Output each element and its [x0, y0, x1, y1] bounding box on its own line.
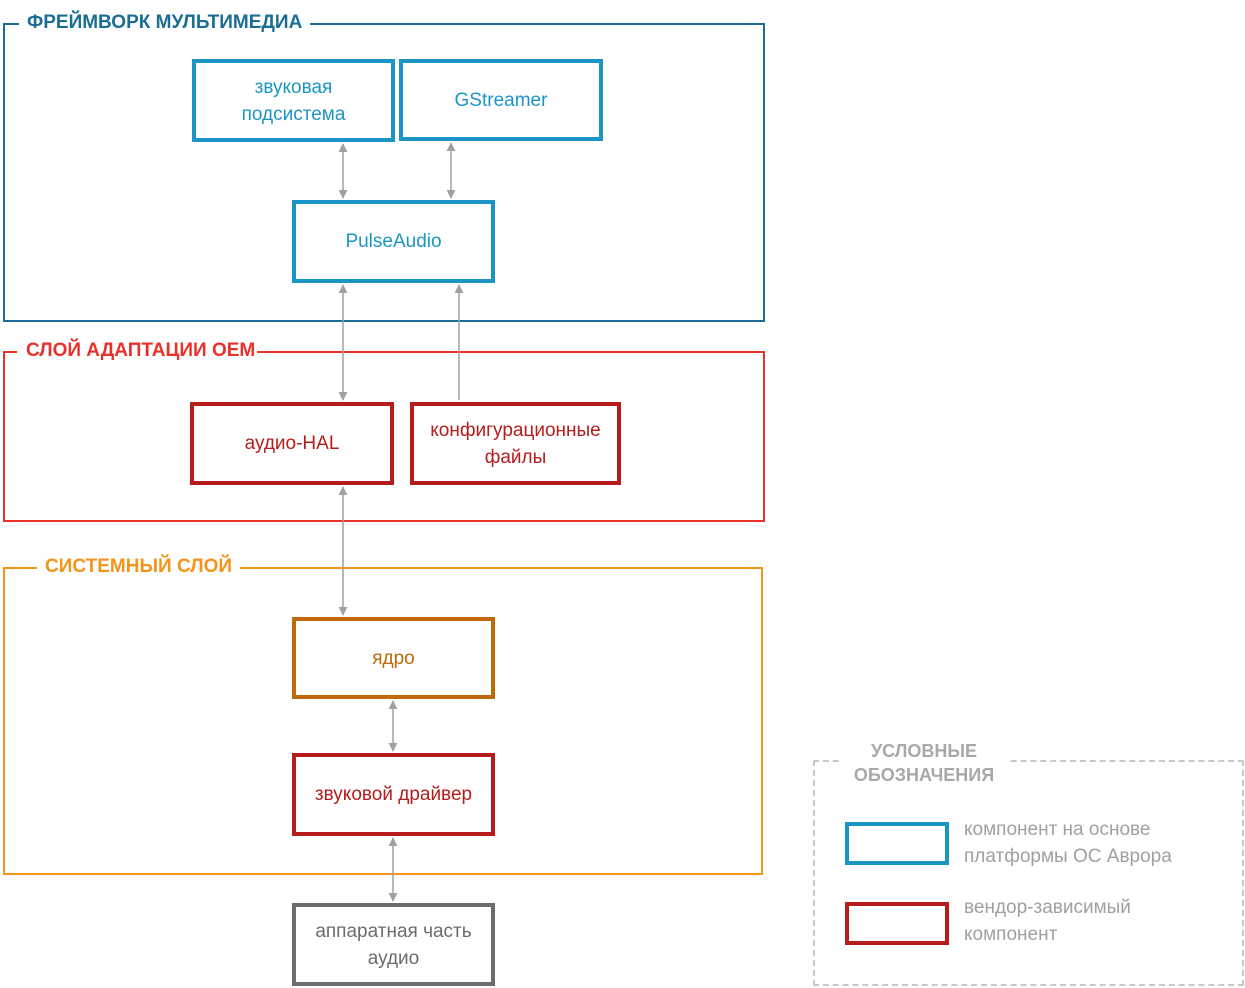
component-pulseaudio: PulseAudio — [292, 200, 495, 283]
component-sound-driver: звуковой драйвер — [292, 753, 495, 836]
component-sound-subsystem: звуковая подсистема — [192, 59, 395, 142]
component-config-files: конфигурационные файлы — [410, 402, 621, 485]
component-audio-hardware: аппаратная часть аудио — [292, 903, 495, 986]
legend-swatch-platform — [845, 822, 949, 865]
layer-title-oem: СЛОЙ АДАПТАЦИИ OEM — [17, 340, 258, 362]
layer-multimedia-framework: ФРЕЙМВОРК МУЛЬТИМЕДИА — [3, 12, 765, 322]
layer-oem-adaptation: СЛОЙ АДАПТАЦИИ OEM — [3, 340, 765, 522]
legend-label-vendor: вендор-зависимый компонент — [964, 897, 1131, 945]
legend-swatch-vendor — [845, 902, 949, 945]
component-audio-hal: аудио-HAL — [190, 402, 394, 485]
component-kernel: ядро — [292, 617, 495, 699]
legend-title: УСЛОВНЫЕ ОБОЗНАЧЕНИЯ — [839, 739, 1009, 787]
layer-system: СИСТЕМНЫЙ СЛОЙ — [3, 556, 763, 875]
legend-label-platform: компонент на основе платформы ОС Аврора — [964, 819, 1172, 867]
component-gstreamer: GStreamer — [399, 59, 603, 141]
legend: УСЛОВНЫЕ ОБОЗНАЧЕНИЯ компонент на основе… — [813, 739, 1244, 986]
layer-title-system: СИСТЕМНЫЙ СЛОЙ — [37, 556, 241, 578]
layer-title-framework: ФРЕЙМВОРК МУЛЬТИМЕДИА — [19, 12, 311, 34]
